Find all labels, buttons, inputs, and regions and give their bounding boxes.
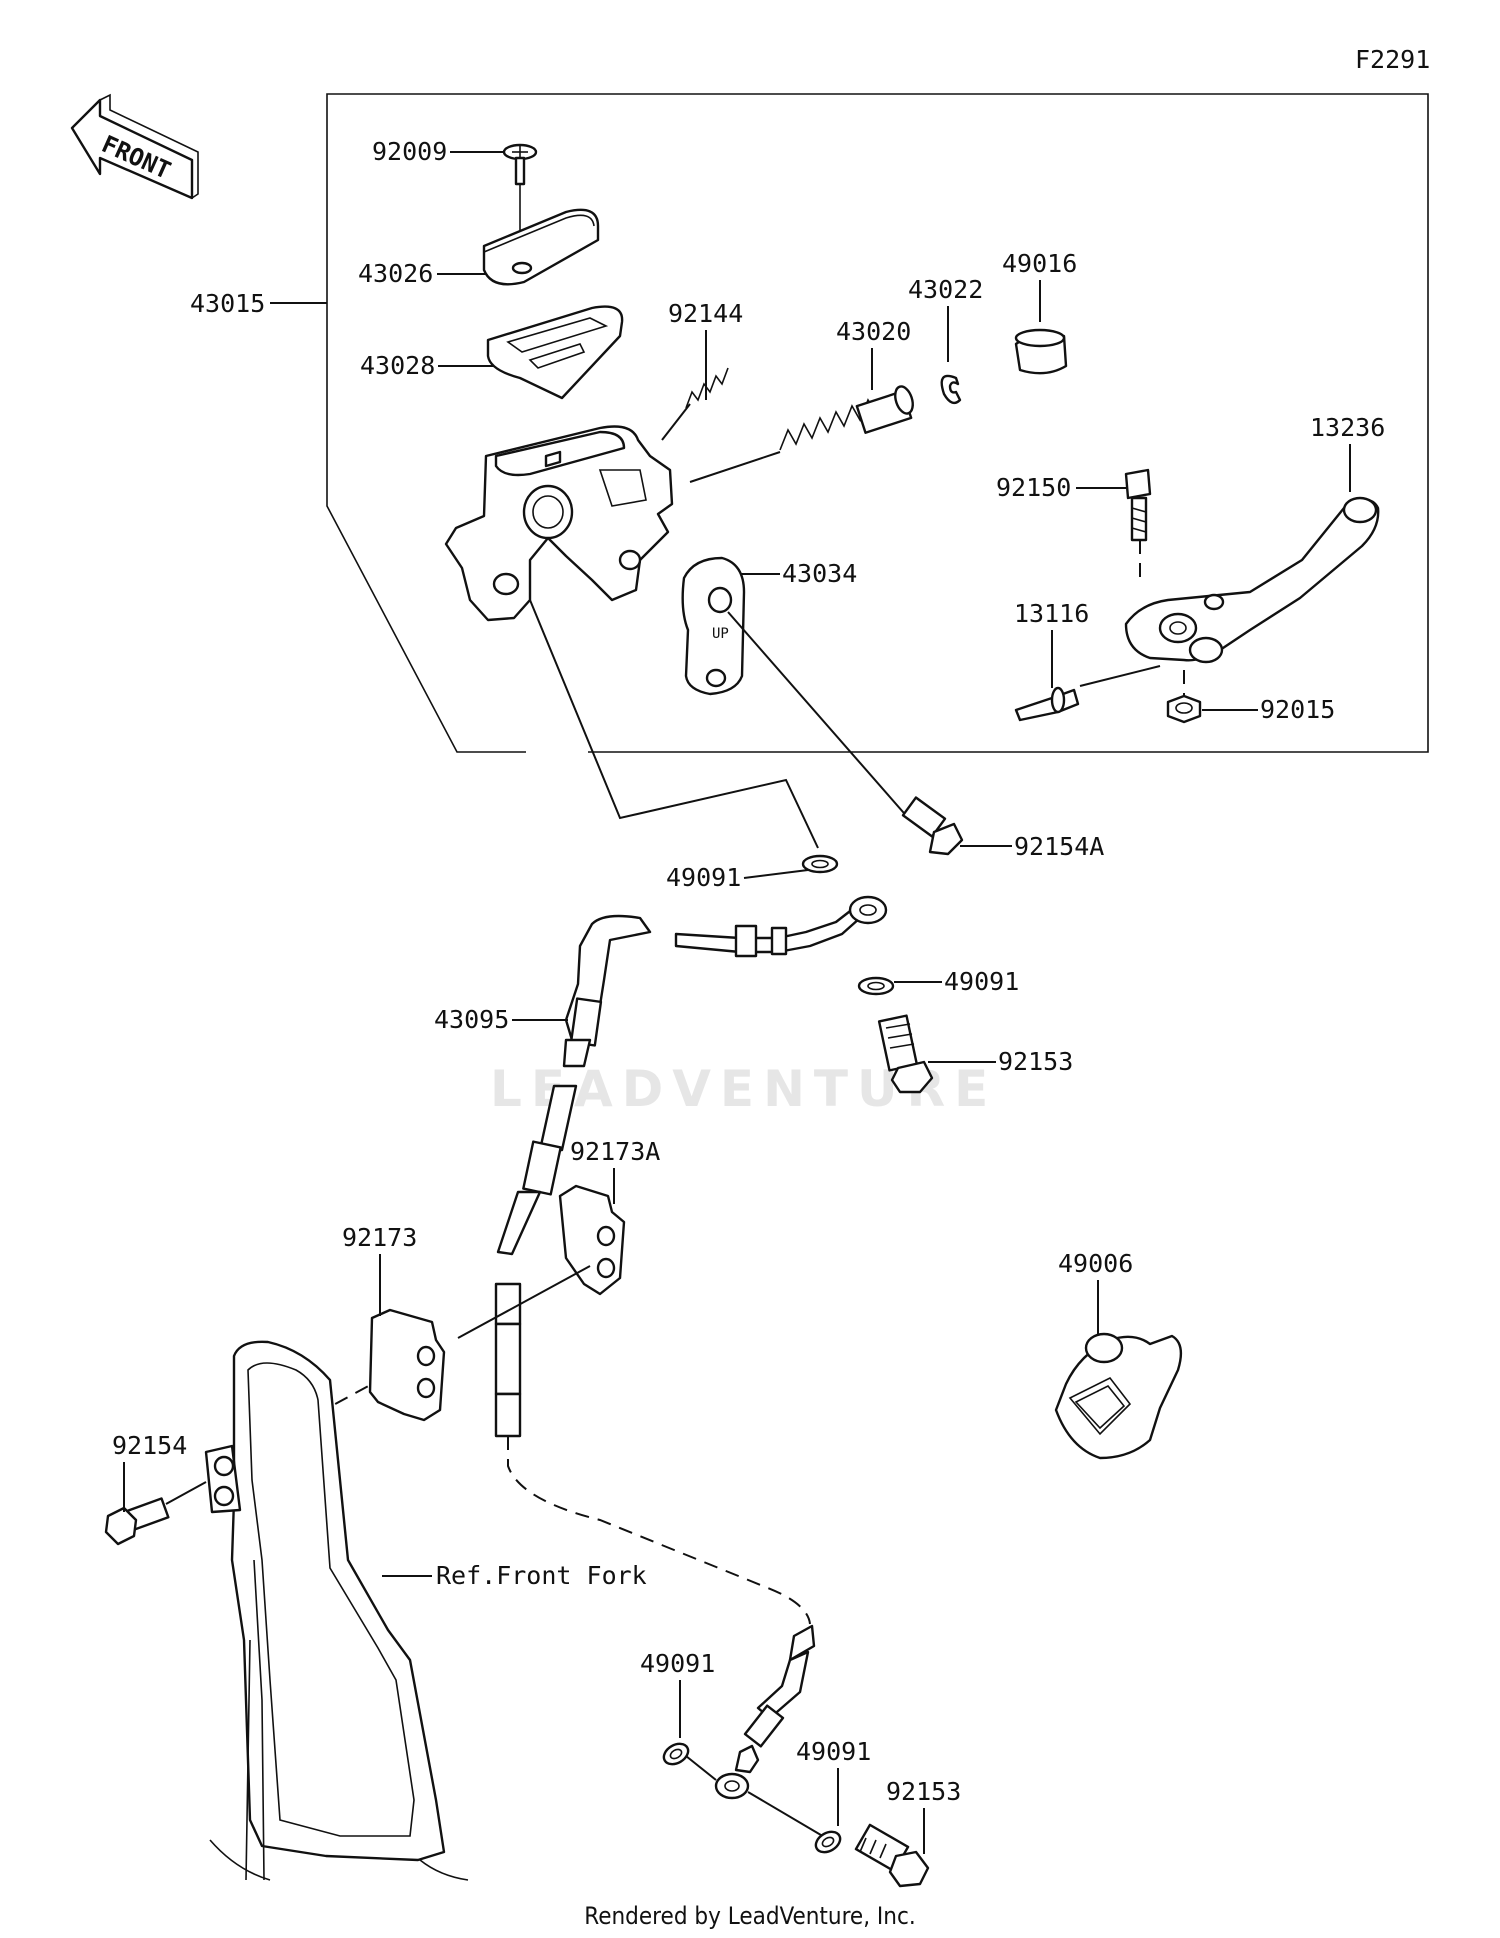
washer-49091-middle xyxy=(857,976,895,996)
diaphragm-43028 xyxy=(486,305,624,400)
reference-label-front-fork: Ref.Front Fork xyxy=(436,1561,647,1590)
label-49091-middle: 49091 xyxy=(944,967,1019,996)
bolt-92154 xyxy=(104,1497,170,1546)
label-49016: 49016 xyxy=(1002,249,1077,278)
label-43026: 43026 xyxy=(358,259,433,288)
circlip-43022 xyxy=(940,374,962,405)
nut-92015 xyxy=(1166,694,1202,724)
label-13236: 13236 xyxy=(1310,413,1385,442)
label-92173A: 92173A xyxy=(570,1137,660,1166)
label-43022: 43022 xyxy=(908,275,983,304)
protector-49006 xyxy=(1054,1332,1183,1460)
clamp-43034: UP xyxy=(681,556,746,696)
label-92154: 92154 xyxy=(112,1431,187,1460)
brake-lever-13236 xyxy=(1124,496,1380,664)
label-92144: 92144 xyxy=(668,299,743,328)
label-92154A: 92154A xyxy=(1014,832,1104,861)
banjo-bolt-92153-lower xyxy=(854,1823,930,1888)
footer-credit: Rendered by LeadVenture, Inc. xyxy=(584,1902,916,1930)
washer-49091-lower-left xyxy=(662,1742,690,1766)
brake-hose-lower-end xyxy=(714,1624,816,1800)
bolt-92154A xyxy=(901,796,964,856)
label-92153-upper: 92153 xyxy=(998,1047,1073,1076)
assembly-outline xyxy=(326,93,1429,753)
label-13116: 13116 xyxy=(1014,599,1089,628)
label-92150: 92150 xyxy=(996,473,1071,502)
diagram-code: F2291 xyxy=(1355,45,1430,74)
pivot-pin-13116 xyxy=(1014,686,1080,722)
master-cylinder-body xyxy=(444,425,674,622)
label-92173: 92173 xyxy=(342,1223,417,1252)
front-arrow-icon: FRONT xyxy=(70,93,199,200)
front-fork-reference xyxy=(204,1340,469,1881)
brake-hose-43095 xyxy=(494,895,888,1438)
label-43095: 43095 xyxy=(434,1005,509,1034)
up-mark: UP xyxy=(712,626,729,642)
label-43015: 43015 xyxy=(190,289,265,318)
label-92009: 92009 xyxy=(372,137,447,166)
reservoir-cap-43026 xyxy=(482,208,600,286)
bolt-92150 xyxy=(1124,468,1152,542)
washer-49091-lower-right xyxy=(814,1830,842,1854)
label-49091-lower-left: 49091 xyxy=(640,1649,715,1678)
label-92153-lower: 92153 xyxy=(886,1777,961,1806)
label-49091-top: 49091 xyxy=(666,863,741,892)
spring-92144 xyxy=(685,367,729,409)
bracket-92173 xyxy=(368,1308,446,1422)
bracket-92173A xyxy=(558,1184,626,1296)
label-43020: 43020 xyxy=(836,317,911,346)
boot-49016 xyxy=(1014,328,1068,375)
screw-92009 xyxy=(502,143,538,186)
piston-assembly-43020 xyxy=(779,385,914,451)
label-43034: 43034 xyxy=(782,559,857,588)
washer-49091-top xyxy=(801,854,839,874)
banjo-bolt-92153-upper xyxy=(877,1014,934,1094)
label-43028: 43028 xyxy=(360,351,435,380)
label-49091-lower-right: 49091 xyxy=(796,1737,871,1766)
label-92015: 92015 xyxy=(1260,695,1335,724)
label-49006: 49006 xyxy=(1058,1249,1133,1278)
